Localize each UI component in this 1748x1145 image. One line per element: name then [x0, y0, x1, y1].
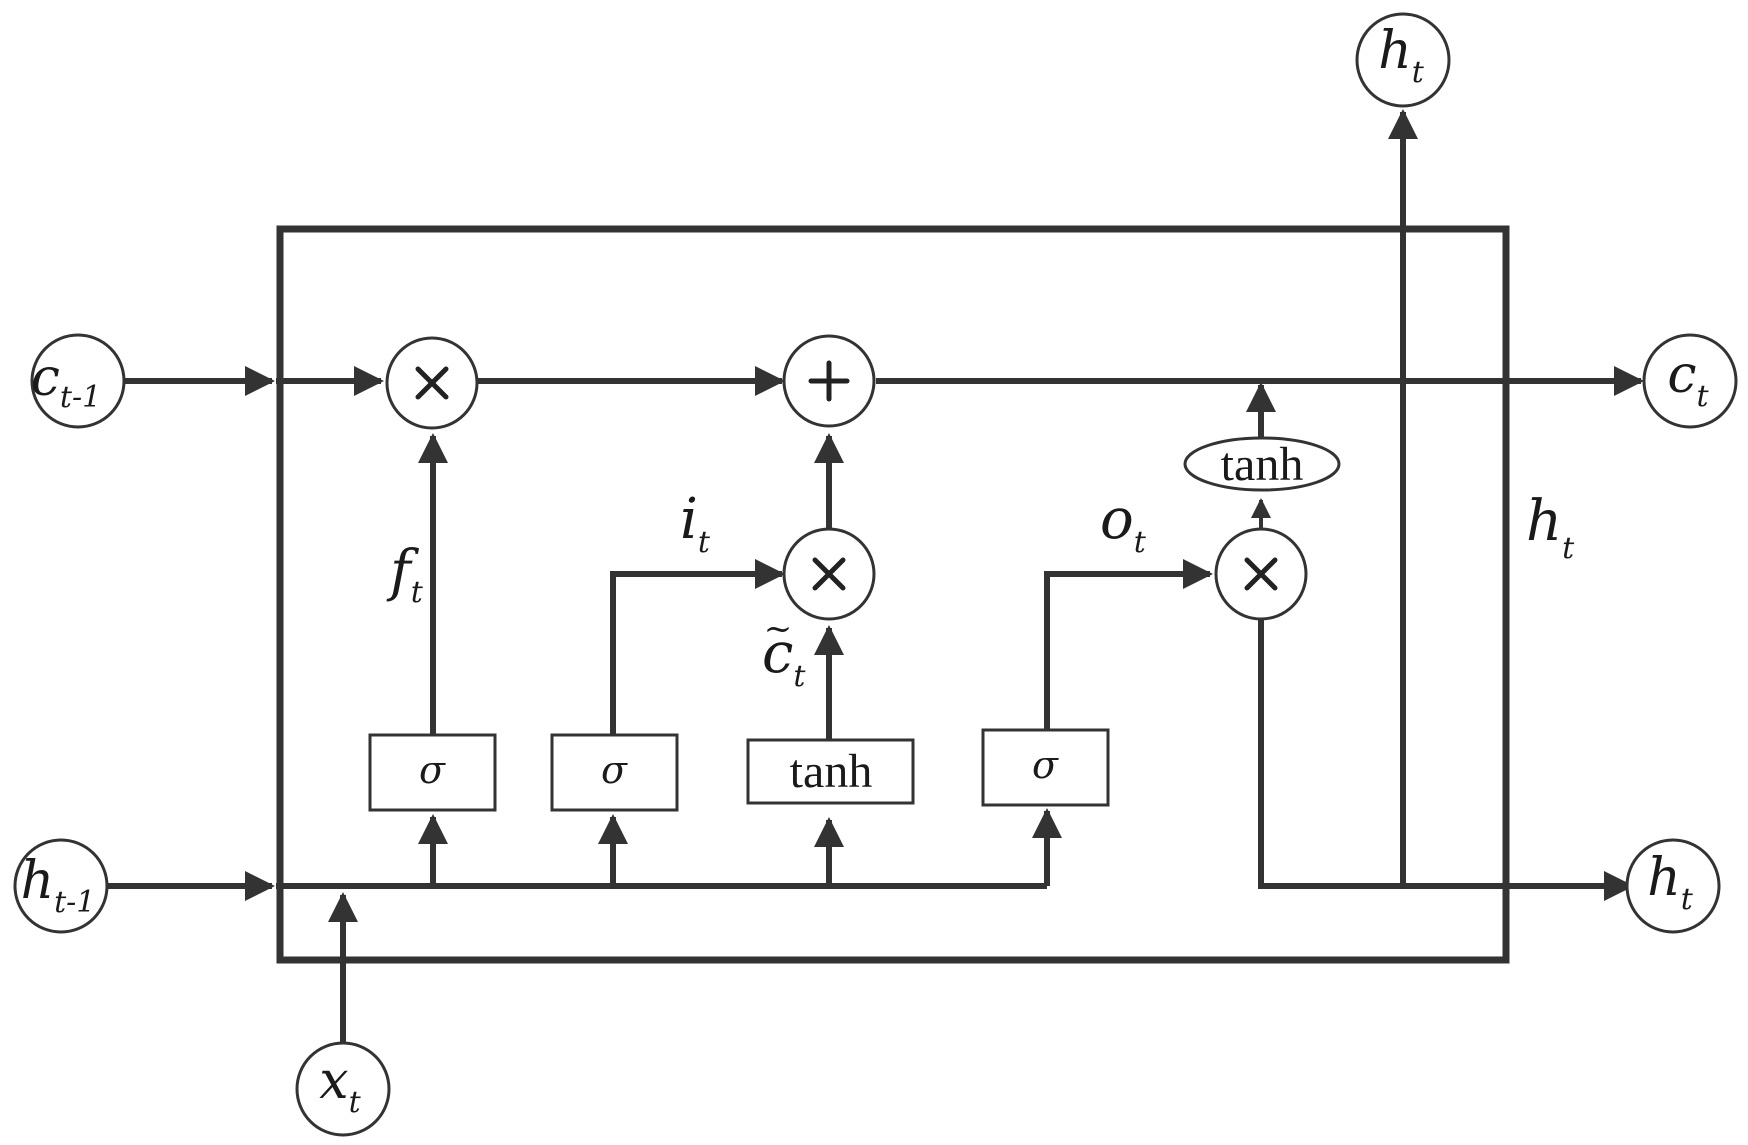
- input-gate: σ: [550, 733, 679, 812]
- h-out-right-node: ht: [1625, 838, 1721, 934]
- forget-multiply-op: [385, 336, 479, 430]
- svg-text:ht: ht: [1647, 848, 1694, 917]
- plus-icon: [808, 360, 850, 402]
- forget-signal-label: ft: [386, 539, 424, 610]
- cell-tanh-node: tanh: [1183, 436, 1341, 492]
- candidate-gate: tanh: [746, 738, 915, 805]
- x-input-node: xt: [295, 1041, 391, 1137]
- output-multiply-op: [1214, 527, 1308, 621]
- h-out-top-node: ht: [1355, 12, 1451, 108]
- output-gate: σ: [981, 728, 1110, 807]
- cell-boundary: [276, 225, 1510, 964]
- c-out-node: ct: [1642, 333, 1738, 429]
- c-prev-node: ct-1: [30, 333, 126, 429]
- input-signal-label: it: [680, 487, 711, 560]
- svg-text:ht: ht: [1378, 21, 1425, 90]
- multiply-icon: [415, 366, 449, 400]
- svg-text:ht-1: ht-1: [21, 851, 96, 920]
- output-signal-label: ot: [1100, 487, 1147, 560]
- output-gate-label: σ: [1032, 743, 1059, 787]
- input-gate-to-mult-arrow: [610, 559, 785, 735]
- svg-text:ct: ct: [762, 621, 806, 694]
- output-gate-to-mult-arrow: [1044, 559, 1213, 730]
- h-prev-node: ht-1: [13, 838, 109, 934]
- candidate-signal-label: ~ ct: [762, 609, 806, 694]
- svg-text:ct-1: ct-1: [31, 348, 101, 415]
- input-gate-label: σ: [601, 748, 628, 792]
- multiply-icon: [1244, 557, 1278, 591]
- svg-text:ct: ct: [1667, 345, 1709, 414]
- multiply-icon: [812, 557, 846, 591]
- svg-text:xt: xt: [319, 1051, 361, 1120]
- cell-tanh-label: tanh: [1221, 438, 1304, 491]
- output-to-h-right-arrow: [1258, 619, 1634, 901]
- cell-add-op: [782, 334, 876, 428]
- tilde-accent: ~: [764, 609, 793, 649]
- forget-gate-label: σ: [419, 748, 446, 792]
- candidate-gate-label: tanh: [790, 745, 873, 798]
- hidden-inner-label: ht: [1526, 489, 1575, 566]
- forget-gate: σ: [368, 733, 497, 812]
- input-multiply-op: [782, 527, 876, 621]
